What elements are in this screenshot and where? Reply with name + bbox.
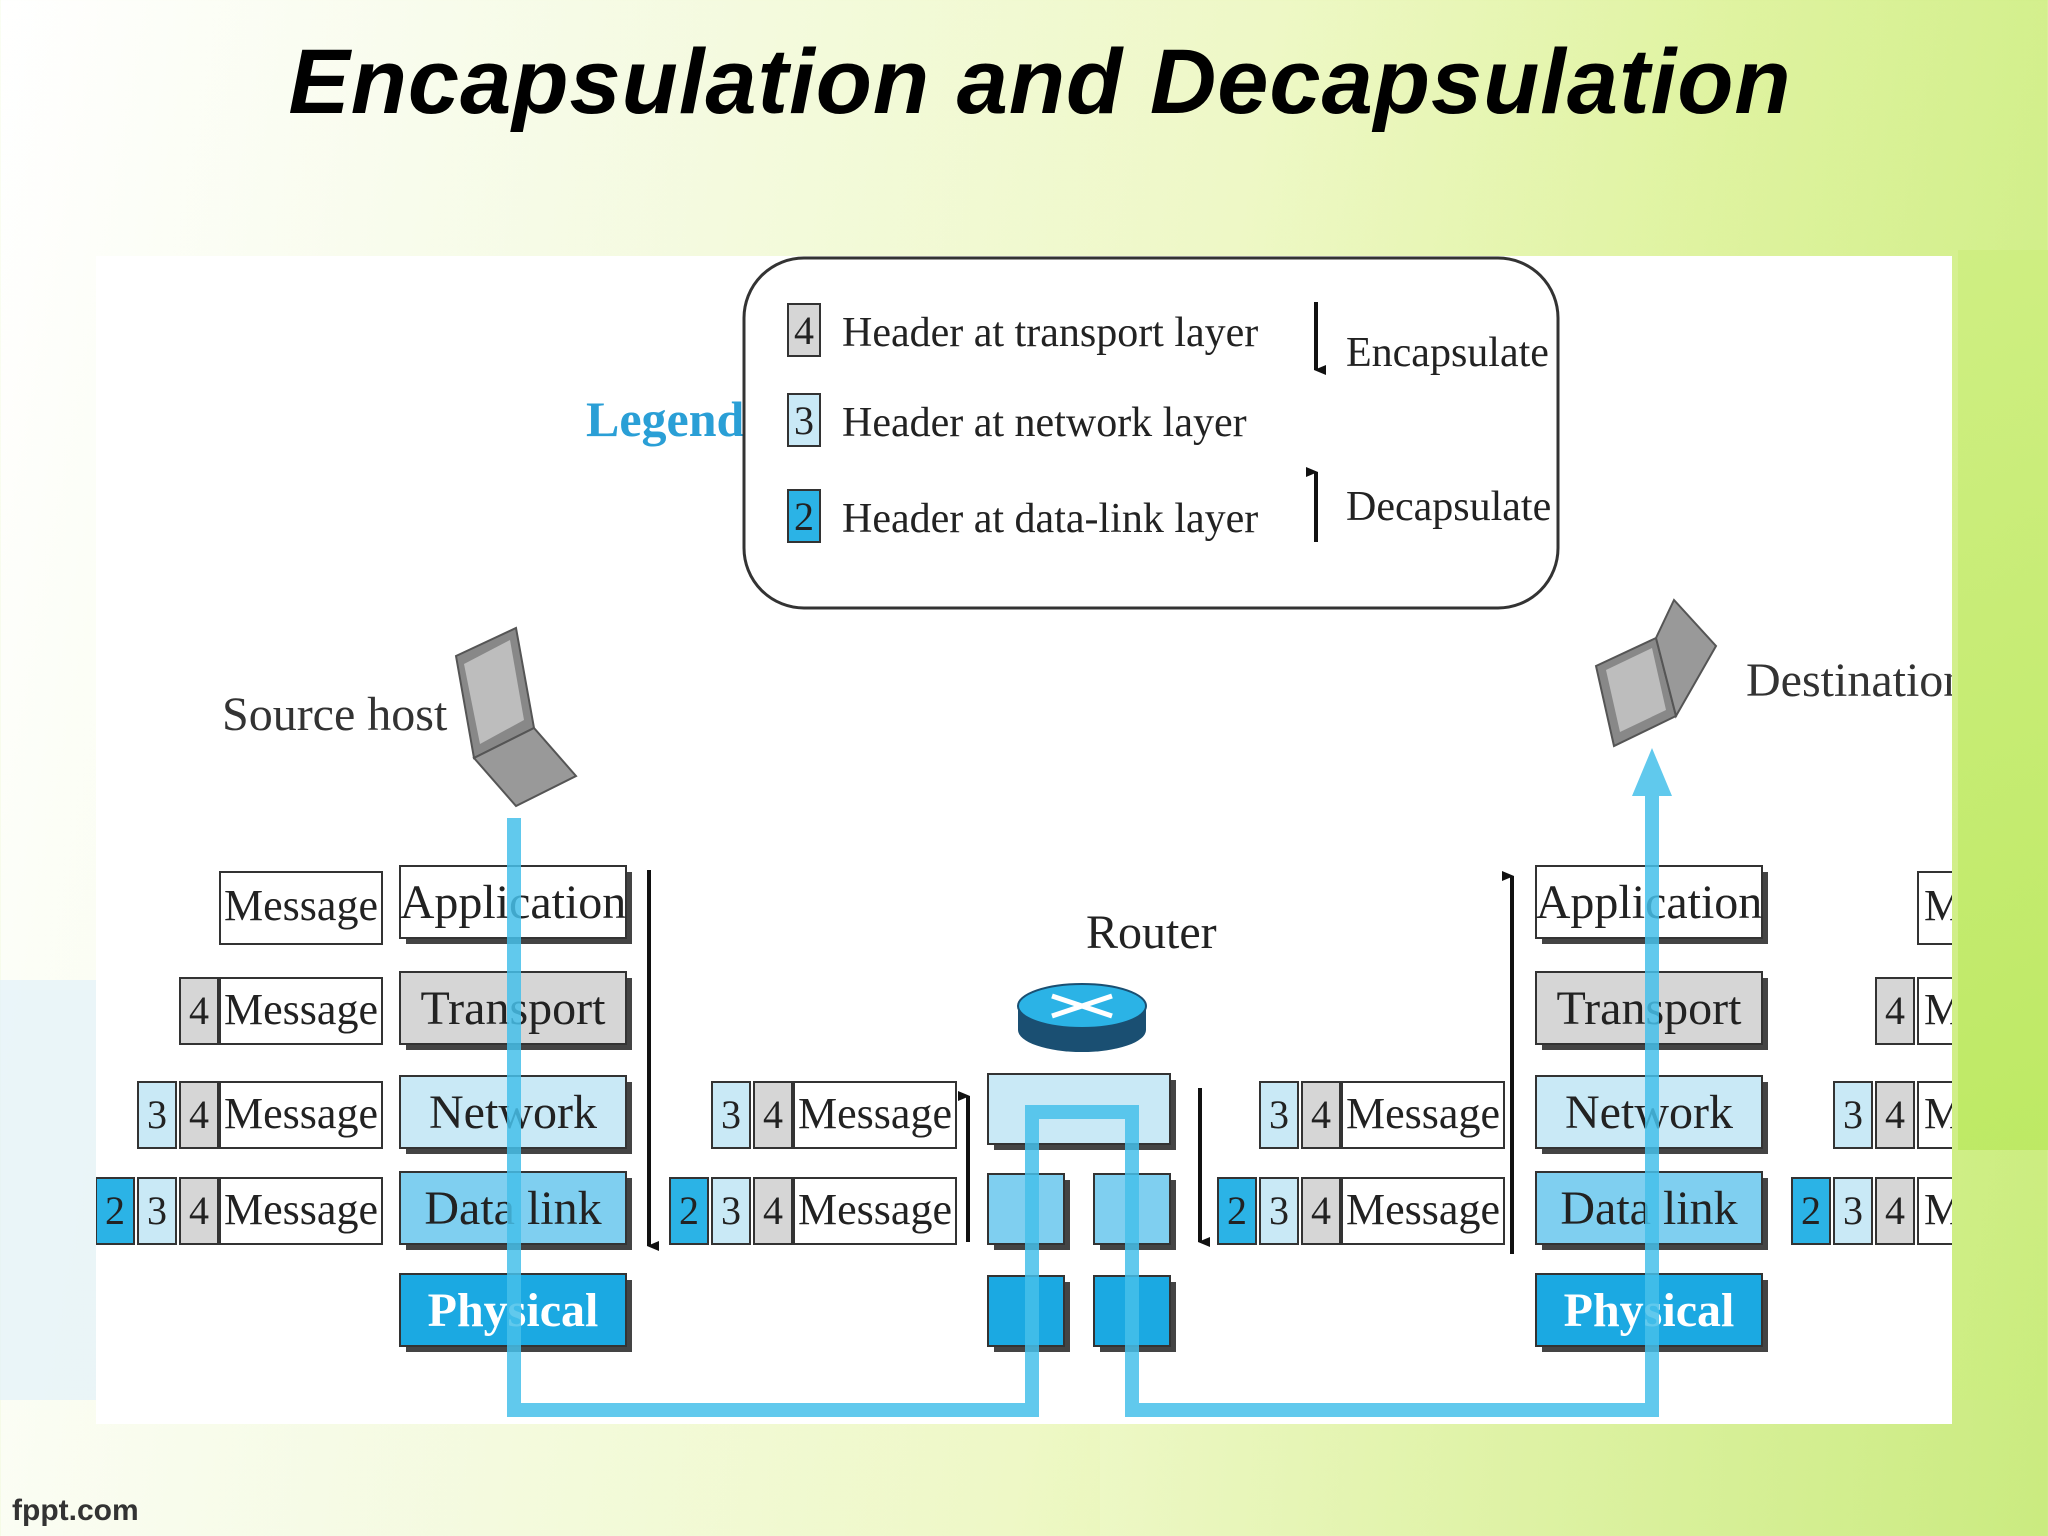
router-out-packet-network — [1341, 1081, 1505, 1149]
header-3 — [1259, 1081, 1299, 1149]
source-packet-network — [219, 1081, 383, 1149]
router-in-packets: 3 4 Message 2 3 4 Message — [669, 1081, 957, 1245]
router-out-packet-datalink — [1341, 1177, 1505, 1245]
legend-key-network — [787, 393, 821, 447]
header-4 — [1875, 977, 1915, 1045]
router-in-packet-network — [793, 1081, 957, 1149]
header-2-label: 2 — [679, 1188, 699, 1233]
packet-m-text: M — [1924, 1089, 1952, 1138]
header-4-label: 4 — [1885, 1092, 1905, 1137]
packet-m-text: M — [1924, 985, 1952, 1034]
diagram-panel: Legend 4 Header at transport layer 3 Hea… — [96, 256, 1952, 1424]
header-2 — [1217, 1177, 1257, 1245]
legend-key-transport — [787, 303, 821, 357]
header-2-label: 2 — [1801, 1188, 1821, 1233]
legend-text-transport: Header at transport layer — [842, 310, 1258, 356]
header-3-label: 3 — [721, 1188, 741, 1233]
destination-packet-transport — [1917, 977, 1952, 1045]
header-2 — [1791, 1177, 1831, 1245]
header-2-label: 2 — [105, 1188, 125, 1233]
header-4-label: 4 — [763, 1188, 783, 1233]
header-4-label: 4 — [763, 1092, 783, 1137]
legend-text-network: Header at network layer — [842, 400, 1247, 446]
legend-key-datalink-label: 2 — [794, 494, 814, 539]
packet-message-text: Message — [798, 1089, 952, 1138]
header-4 — [1301, 1177, 1341, 1245]
header-4 — [179, 1081, 219, 1149]
header-4 — [1875, 1081, 1915, 1149]
source-packet-datalink — [219, 1177, 383, 1245]
router-icon — [1017, 983, 1147, 1052]
header-4 — [179, 977, 219, 1045]
slide-title: Encapsulation and Decapsulation — [288, 31, 1792, 133]
legend-text-datalink: Header at data-link layer — [842, 496, 1258, 542]
header-4-label: 4 — [189, 1092, 209, 1137]
header-2 — [96, 1177, 135, 1245]
source-packets: Message 4 Message 3 4 Message 2 3 4 Mess… — [96, 871, 383, 1245]
header-3 — [711, 1081, 751, 1149]
destination-packets: M 4 M 3 4 M 2 3 4 M — [1791, 871, 1952, 1245]
source-packet-application — [219, 871, 383, 945]
header-3-label: 3 — [1843, 1188, 1863, 1233]
packet-message-text: Message — [224, 985, 378, 1034]
legend-key-transport-label: 4 — [794, 308, 814, 353]
legend-key-datalink — [787, 489, 821, 543]
destination-packet-datalink — [1917, 1177, 1952, 1245]
packet-m-text: M — [1924, 1185, 1952, 1234]
header-3 — [711, 1177, 751, 1245]
header-4-label: 4 — [1885, 988, 1905, 1033]
destination-laptop-icon — [1594, 598, 1718, 748]
header-3 — [1833, 1081, 1873, 1149]
background-decoration-right — [1958, 250, 2048, 1150]
legend-key-network-label: 3 — [794, 398, 814, 443]
destination-label: Destination — [1746, 654, 1952, 707]
router-out-packets: 3 4 Message 2 3 4 Message — [1217, 1081, 1505, 1245]
legend-encapsulate-label: Encapsulate — [1346, 330, 1549, 376]
packet-message-text: Message — [224, 1185, 378, 1234]
header-3-label: 3 — [1269, 1188, 1289, 1233]
source-host-label: Source host — [222, 688, 448, 741]
header-3-label: 3 — [721, 1092, 741, 1137]
header-4 — [1875, 1177, 1915, 1245]
header-2 — [669, 1177, 709, 1245]
header-4-label: 4 — [1885, 1188, 1905, 1233]
legend: Legend 4 Header at transport layer 3 Hea… — [586, 256, 1560, 610]
packet-message-text: Message — [224, 881, 378, 930]
header-4-label: 4 — [1311, 1188, 1331, 1233]
header-3-label: 3 — [1843, 1092, 1863, 1137]
encapsulation-diagram: Legend 4 Header at transport layer 3 Hea… — [96, 256, 1952, 1417]
header-4-label: 4 — [189, 1188, 209, 1233]
destination-packet-application — [1917, 871, 1952, 945]
header-4 — [753, 1081, 793, 1149]
packet-message-text: Message — [1346, 1185, 1500, 1234]
header-3 — [137, 1081, 177, 1149]
router-label: Router — [1086, 906, 1217, 959]
footer-credit: fppt.com — [12, 1494, 139, 1527]
packet-message-text: Message — [224, 1089, 378, 1138]
header-3 — [1833, 1177, 1873, 1245]
packet-message-text: Message — [798, 1185, 952, 1234]
header-3 — [137, 1177, 177, 1245]
header-3 — [1259, 1177, 1299, 1245]
data-path — [507, 748, 1672, 1417]
header-4-label: 4 — [189, 988, 209, 1033]
header-4-label: 4 — [1311, 1092, 1331, 1137]
header-4 — [1301, 1081, 1341, 1149]
router-in-packet-datalink — [793, 1177, 957, 1245]
source-packet-transport — [219, 977, 383, 1045]
header-3-label: 3 — [147, 1092, 167, 1137]
legend-decapsulate-label: Decapsulate — [1346, 484, 1551, 530]
legend-label: Legend — [586, 391, 745, 447]
destination-packet-network — [1917, 1081, 1952, 1149]
source-laptop-icon — [454, 626, 578, 808]
header-2-label: 2 — [1227, 1188, 1247, 1233]
packet-message-text: Message — [1346, 1089, 1500, 1138]
header-4 — [179, 1177, 219, 1245]
header-3-label: 3 — [1269, 1092, 1289, 1137]
header-4 — [753, 1177, 793, 1245]
header-3-label: 3 — [147, 1188, 167, 1233]
packet-m-text: M — [1924, 881, 1952, 930]
legend-box — [742, 256, 1560, 610]
